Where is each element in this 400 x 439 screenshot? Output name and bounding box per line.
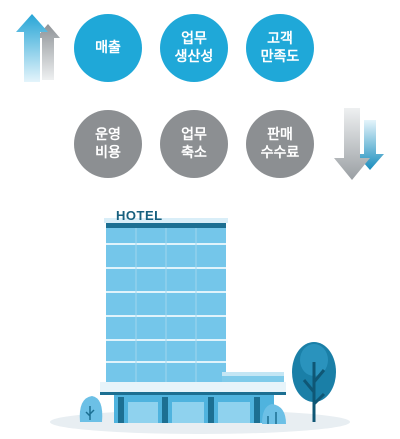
hotel-canopy bbox=[100, 382, 286, 392]
decrease-item-operating-cost: 운영 비용 bbox=[74, 110, 142, 178]
bush-right bbox=[262, 404, 286, 424]
up-arrow-icon bbox=[16, 14, 60, 82]
increase-item-satisfaction: 고객 만족도 bbox=[246, 14, 314, 82]
increase-item-label: 업무 생산성 bbox=[174, 31, 214, 65]
increase-item-productivity: 업무 생산성 bbox=[160, 14, 228, 82]
increase-item-label: 매출 bbox=[95, 40, 121, 56]
decrease-item-label: 운영 비용 bbox=[95, 127, 121, 161]
decrease-item-label: 판매 수수료 bbox=[260, 127, 300, 161]
increase-item-revenue: 매출 bbox=[74, 14, 142, 82]
decrease-item-label: 업무 축소 bbox=[181, 127, 207, 161]
decrease-item-sales-fee: 판매 수수료 bbox=[246, 110, 314, 178]
hotel-wing bbox=[222, 376, 284, 386]
hotel-sign: HOTEL bbox=[116, 208, 163, 223]
bush-left bbox=[79, 396, 103, 422]
increase-item-label: 고객 만족도 bbox=[260, 31, 300, 65]
decrease-item-workload: 업무 축소 bbox=[160, 110, 228, 178]
tree bbox=[292, 342, 336, 422]
down-arrow-icon bbox=[334, 108, 384, 180]
